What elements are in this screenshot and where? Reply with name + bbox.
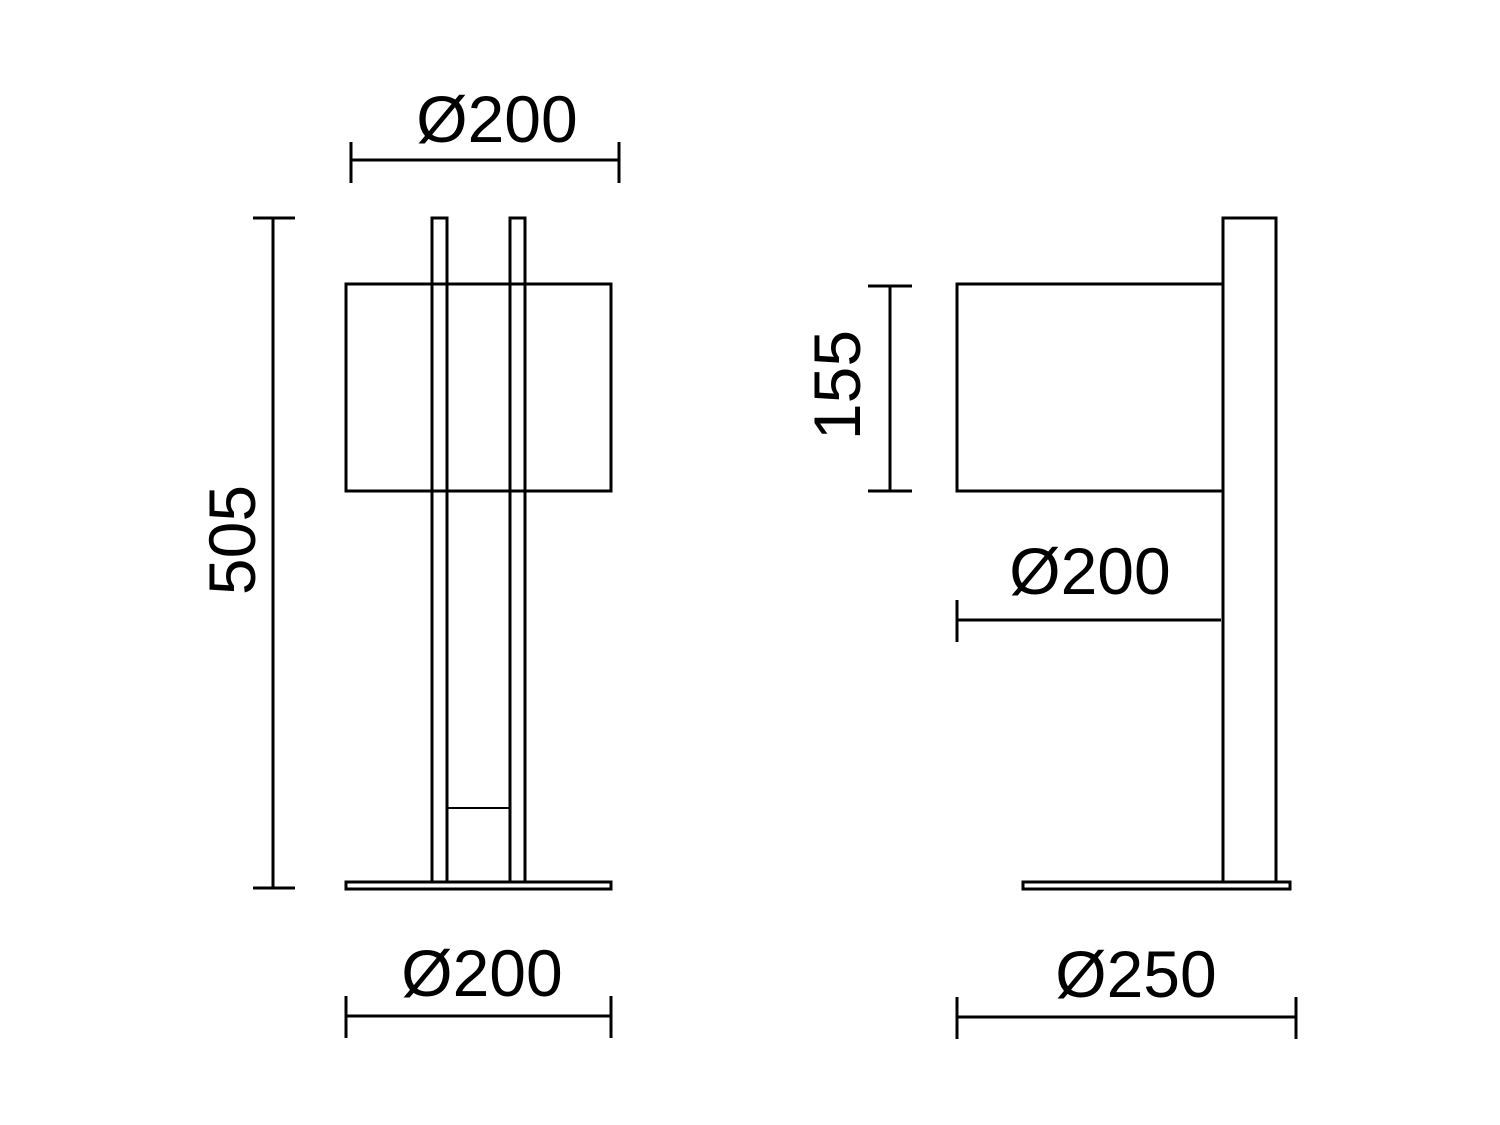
side-base-dimension: Ø250 xyxy=(955,937,1298,1039)
base-plate xyxy=(344,880,613,891)
side-base-plate xyxy=(1021,880,1292,891)
front-base-dimension: Ø200 xyxy=(344,936,613,1038)
side-base-label: Ø250 xyxy=(1055,937,1216,1011)
side-shade-diameter-dimension: Ø200 xyxy=(955,534,1221,642)
side-lamp-shade xyxy=(955,282,1225,493)
top-diameter-label: Ø200 xyxy=(416,82,577,156)
right-rod xyxy=(508,216,527,884)
side-shade-diameter-label: Ø200 xyxy=(1009,534,1170,608)
side-view: 155 Ø200 Ø250 xyxy=(800,216,1298,1039)
top-diameter-dimension: Ø200 xyxy=(349,82,621,183)
shade-height-label: 155 xyxy=(800,330,874,440)
lamp-shade xyxy=(344,282,613,493)
pillar xyxy=(1221,216,1278,884)
front-view: Ø200 505 Ø200 xyxy=(195,82,621,1038)
left-rod xyxy=(430,216,449,884)
front-base-label: Ø200 xyxy=(401,936,562,1010)
height-label: 505 xyxy=(195,485,269,595)
height-dimension: 505 xyxy=(195,216,295,890)
shade-height-dimension: 155 xyxy=(800,284,912,493)
